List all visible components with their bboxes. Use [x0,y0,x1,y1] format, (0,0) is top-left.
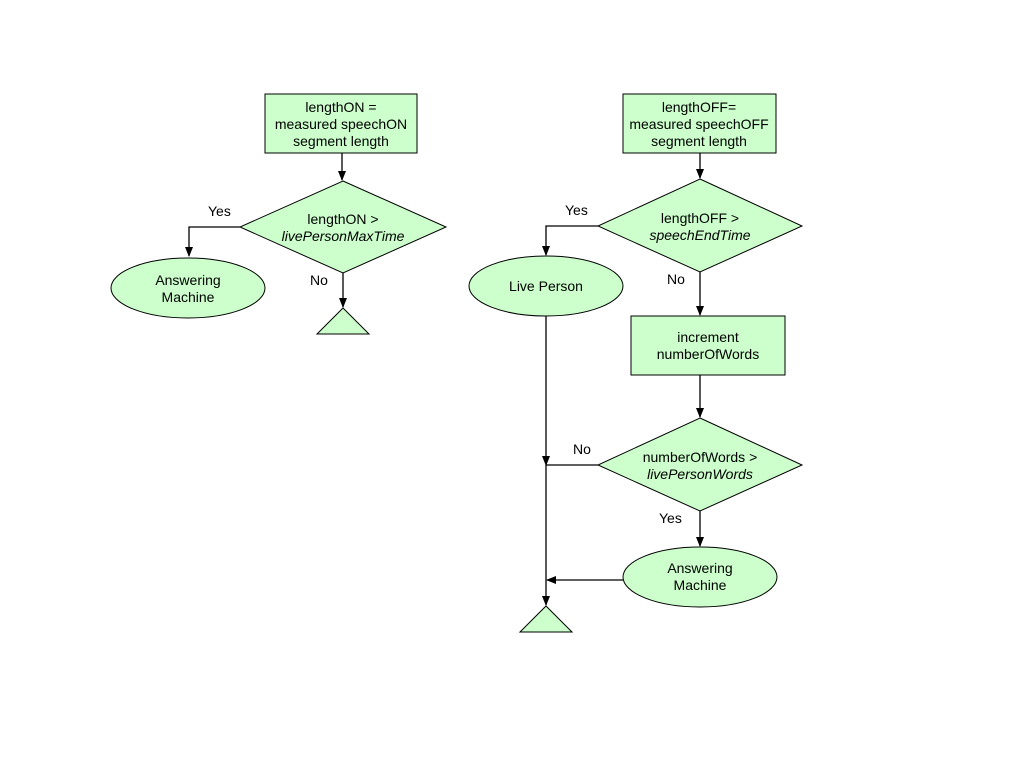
left-answering-line2: Machine [162,289,215,305]
left-process-line3: segment length [293,133,389,149]
right-yes2-label: Yes [659,510,682,526]
left-answering-line1: Answering [155,272,220,288]
right-decision1-line2: speechEndTime [649,227,750,243]
right-end-triangle [518,605,574,633]
edge-left-yes [185,226,240,257]
right-decision1-diamond: lengthOFF > speechEndTime [596,178,804,273]
right-no1-label: No [667,271,685,287]
right-yes1-label: Yes [565,202,588,218]
left-decision-line2: livePersonMaxTime [282,228,405,244]
right-decision1-line1: lengthOFF > [661,210,739,226]
left-no-label: No [310,272,328,288]
right-process-box: lengthOFF= measured speechOFF segment le… [622,93,777,154]
left-decision-diamond: lengthON > livePersonMaxTime [238,180,448,274]
left-decision-line1: lengthON > [307,211,378,227]
right-process-line1: lengthOFF= [662,99,736,115]
increment-box: increment numberOfWords [630,315,786,376]
right-decision2-diamond: numberOfWords > livePersonWords [596,417,804,512]
edge-right-yes1 [542,225,598,256]
right-process-line2: measured speechOFF [629,116,768,132]
left-answering-machine-ellipse: Answering Machine [110,257,266,319]
increment-line1: increment [677,329,739,345]
right-decision2-line1: numberOfWords > [643,449,758,465]
right-answering-line2: Machine [674,577,727,593]
right-no2-label: No [573,441,591,457]
live-person-label: Live Person [509,278,583,294]
left-process-line2: measured speechON [275,116,407,132]
left-end-triangle [315,307,371,335]
right-answering-line1: Answering [667,560,732,576]
left-yes-label: Yes [208,203,231,219]
increment-line2: numberOfWords [657,346,759,362]
left-process-box: lengthON = measured speechON segment len… [264,93,418,154]
right-decision2-line2: livePersonWords [647,466,753,482]
left-process-line1: lengthON = [305,99,376,115]
right-process-line3: segment length [651,133,747,149]
right-answering-machine-ellipse: Answering Machine [622,546,778,608]
live-person-ellipse: Live Person [468,255,624,317]
